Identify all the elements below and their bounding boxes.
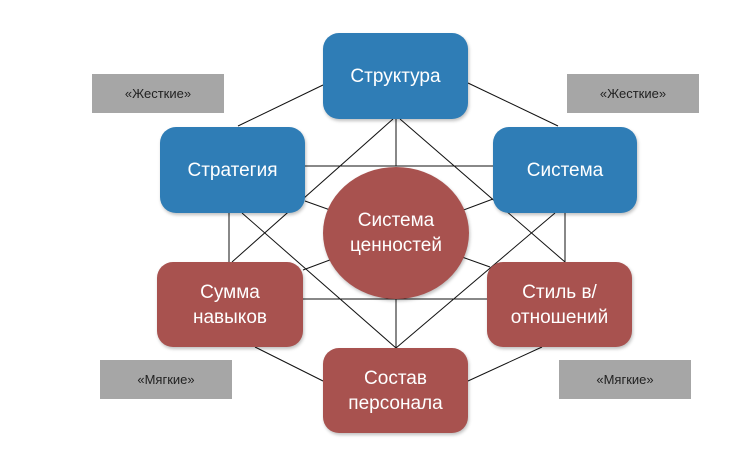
node-systems: Система xyxy=(493,127,637,213)
node-label: Система xyxy=(526,159,604,181)
node-style: Стиль в/отношений xyxy=(487,262,632,347)
connector xyxy=(254,346,324,382)
connector xyxy=(467,82,559,127)
connector xyxy=(241,212,397,349)
node-label: Система xyxy=(357,210,435,231)
node-skills: Сумма навыков xyxy=(157,262,303,347)
node-label: Сумма xyxy=(200,281,260,303)
node-label: Состав xyxy=(364,367,427,389)
connector xyxy=(467,346,543,382)
node-label: Стиль в/ xyxy=(522,281,597,303)
node-label: навыков xyxy=(193,306,267,328)
node-shared-values: Система ценностей xyxy=(323,167,469,299)
connector xyxy=(399,118,566,263)
node-structure: Структура xyxy=(323,33,468,119)
soft-label-left: «Мягкие» xyxy=(100,360,232,399)
node-strategy: Стратегия xyxy=(160,127,305,213)
node-label: ценностей xyxy=(350,235,442,256)
hard-label-left: «Жесткие» xyxy=(92,74,224,113)
node-label: Структура xyxy=(350,65,441,87)
hard-label-right: «Жесткие» xyxy=(567,74,699,113)
connector xyxy=(237,84,324,127)
connector xyxy=(395,212,556,349)
node-label: отношений xyxy=(510,306,609,328)
connector xyxy=(231,118,394,263)
node-label: Стратегия xyxy=(187,159,278,181)
soft-label-right: «Мягкие» xyxy=(559,360,691,399)
node-staff: Состав персонала xyxy=(323,348,468,433)
node-label: персонала xyxy=(348,392,443,414)
